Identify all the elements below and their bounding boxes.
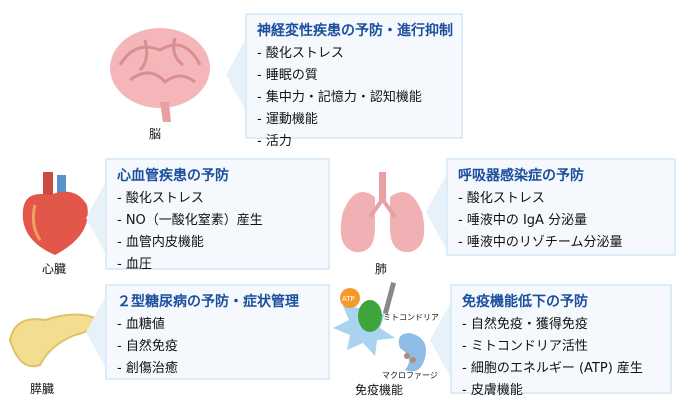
- brain-pointer: [226, 35, 248, 115]
- list-item: ミトコンドリア活性: [462, 336, 660, 358]
- heart-label: 心臓: [42, 262, 67, 276]
- list-item: 創傷治癒: [117, 358, 318, 380]
- list-item: 皮膚機能: [462, 380, 660, 402]
- immune-pointer: [430, 300, 452, 380]
- list-item: 活力: [257, 131, 451, 153]
- brain-illustration: [110, 28, 210, 122]
- heart-title: 心血管疾患の予防: [117, 168, 229, 184]
- list-item: 集中力・記憶力・認知機能: [257, 87, 451, 109]
- immune-label: 免疫機能: [355, 383, 404, 397]
- mitochondria-label: ミトコンドリア: [383, 313, 439, 322]
- lung-label: 肺: [375, 262, 388, 276]
- list-item: 血糖値: [117, 314, 318, 336]
- immune-title: 免疫機能低下の予防: [462, 294, 588, 310]
- pancreas-pointer: [86, 292, 108, 372]
- immune-box: 免疫機能低下の予防 自然免疫・獲得免疫 ミトコンドリア活性 細胞のエネルギー (…: [450, 284, 672, 398]
- lung-title: 呼吸器感染症の予防: [458, 168, 584, 184]
- brain-title: 神経変性疾患の予防・進行抑制: [257, 23, 453, 39]
- lung-illustration: [340, 172, 425, 253]
- list-item: 酸化ストレス: [117, 188, 318, 210]
- list-item: NO（一酸化窒素）産生: [117, 210, 318, 232]
- lung-box: 呼吸器感染症の予防 酸化ストレス 唾液中の IgA 分泌量 唾液中のリゾチーム分…: [446, 158, 676, 256]
- list-item: 運動機能: [257, 109, 451, 131]
- pancreas-label: 膵臓: [30, 382, 55, 396]
- brain-label: 脳: [149, 127, 162, 141]
- brain-box: 神経変性疾患の予防・進行抑制 酸化ストレス 睡眠の質 集中力・記憶力・認知機能 …: [245, 13, 463, 149]
- list-item: 血圧: [117, 254, 318, 276]
- heart-illustration: [22, 172, 88, 255]
- immune-illustration: ATP: [333, 282, 426, 372]
- list-item: 睡眠の質: [257, 65, 451, 87]
- list-item: 酸化ストレス: [257, 43, 451, 65]
- list-item: 血管内皮機能: [117, 232, 318, 254]
- pancreas-box: ２型糖尿病の予防・症状管理 血糖値 自然免疫 創傷治癒: [105, 284, 330, 380]
- heart-pointer: [86, 178, 108, 258]
- list-item: 自然免疫: [117, 336, 318, 358]
- pancreas-title: ２型糖尿病の予防・症状管理: [117, 294, 299, 310]
- list-item: 自然免疫・獲得免疫: [462, 314, 660, 336]
- macrophage-label: マクロファージ: [382, 371, 438, 380]
- heart-box: 心血管疾患の予防 酸化ストレス NO（一酸化窒素）産生 血管内皮機能 血圧: [105, 158, 330, 272]
- lung-pointer: [426, 172, 448, 252]
- list-item: 細胞のエネルギー (ATP) 産生: [462, 358, 660, 380]
- list-item: 酸化ストレス: [458, 188, 664, 210]
- list-item: 唾液中の IgA 分泌量: [458, 210, 664, 232]
- svg-text:ATP: ATP: [342, 295, 355, 303]
- list-item: 唾液中のリゾチーム分泌量: [458, 232, 664, 254]
